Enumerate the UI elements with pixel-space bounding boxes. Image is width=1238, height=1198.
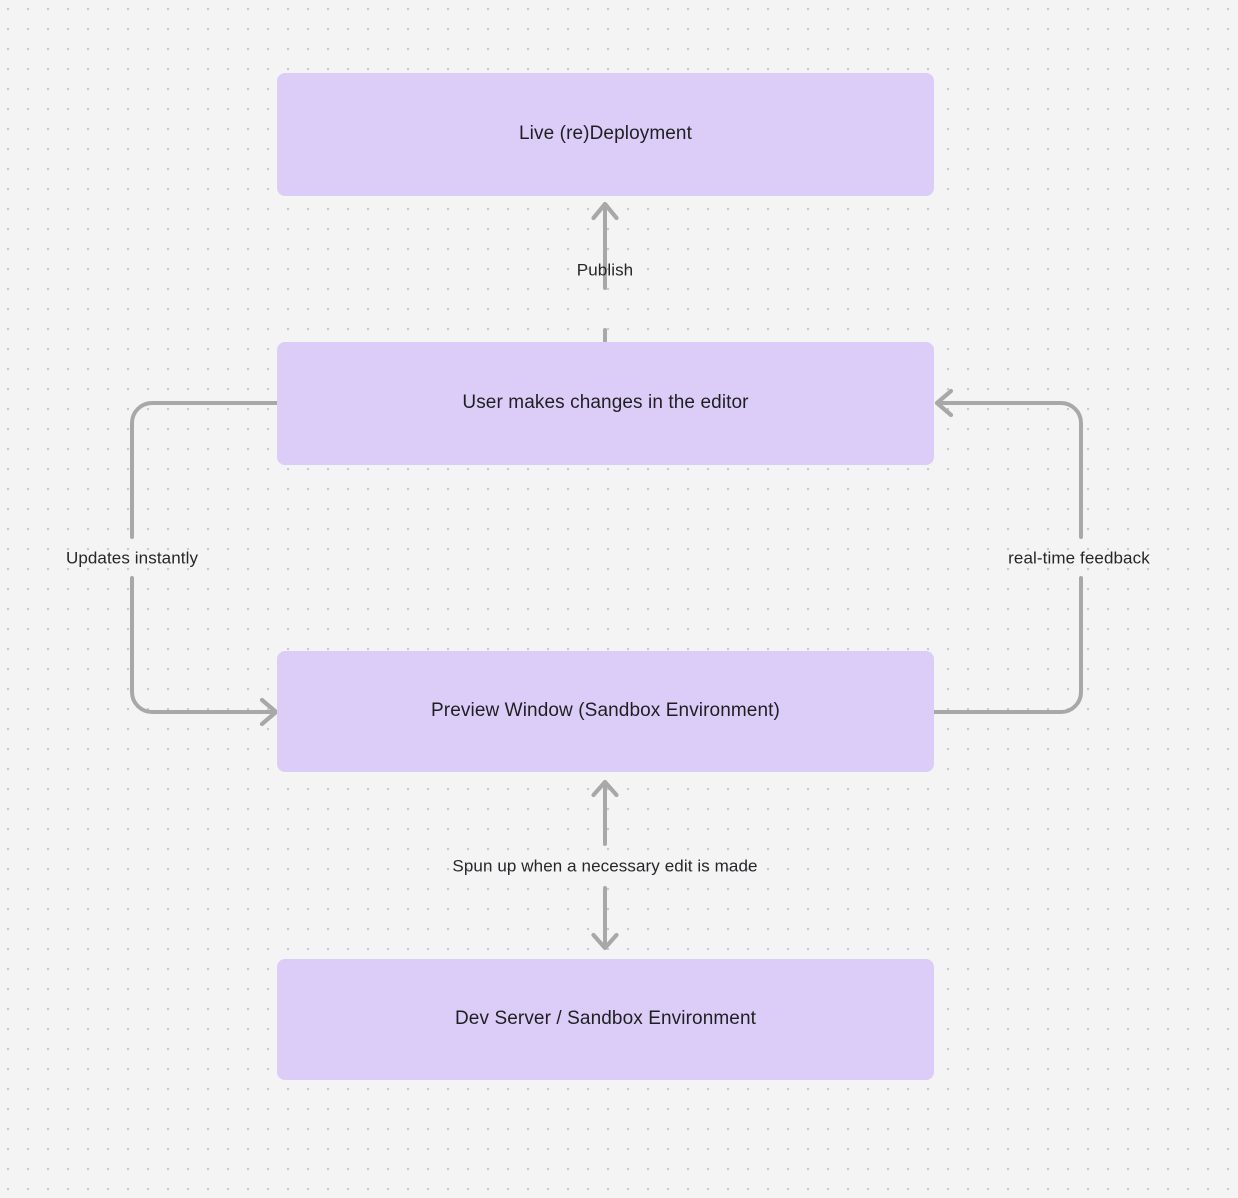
node-label: Preview Window (Sandbox Environment) <box>431 700 780 722</box>
node-label: Live (re)Deployment <box>519 123 692 145</box>
edge-label-updates-instantly: Updates instantly <box>65 548 199 568</box>
node-label: User makes changes in the editor <box>462 392 749 414</box>
node-live-deployment[interactable]: Live (re)Deployment <box>277 73 934 196</box>
node-label: Dev Server / Sandbox Environment <box>454 1008 756 1030</box>
edge-label-spun-up: Spun up when a necessary edit is made <box>452 856 758 876</box>
edge-label-publish: Publish <box>576 260 634 280</box>
edge-label-real-time-feedback: real-time feedback <box>1008 548 1150 568</box>
node-preview-window[interactable]: Preview Window (Sandbox Environment) <box>277 651 934 772</box>
node-user-edits[interactable]: User makes changes in the editor <box>277 342 934 465</box>
node-dev-server[interactable]: Dev Server / Sandbox Environment <box>277 959 934 1080</box>
